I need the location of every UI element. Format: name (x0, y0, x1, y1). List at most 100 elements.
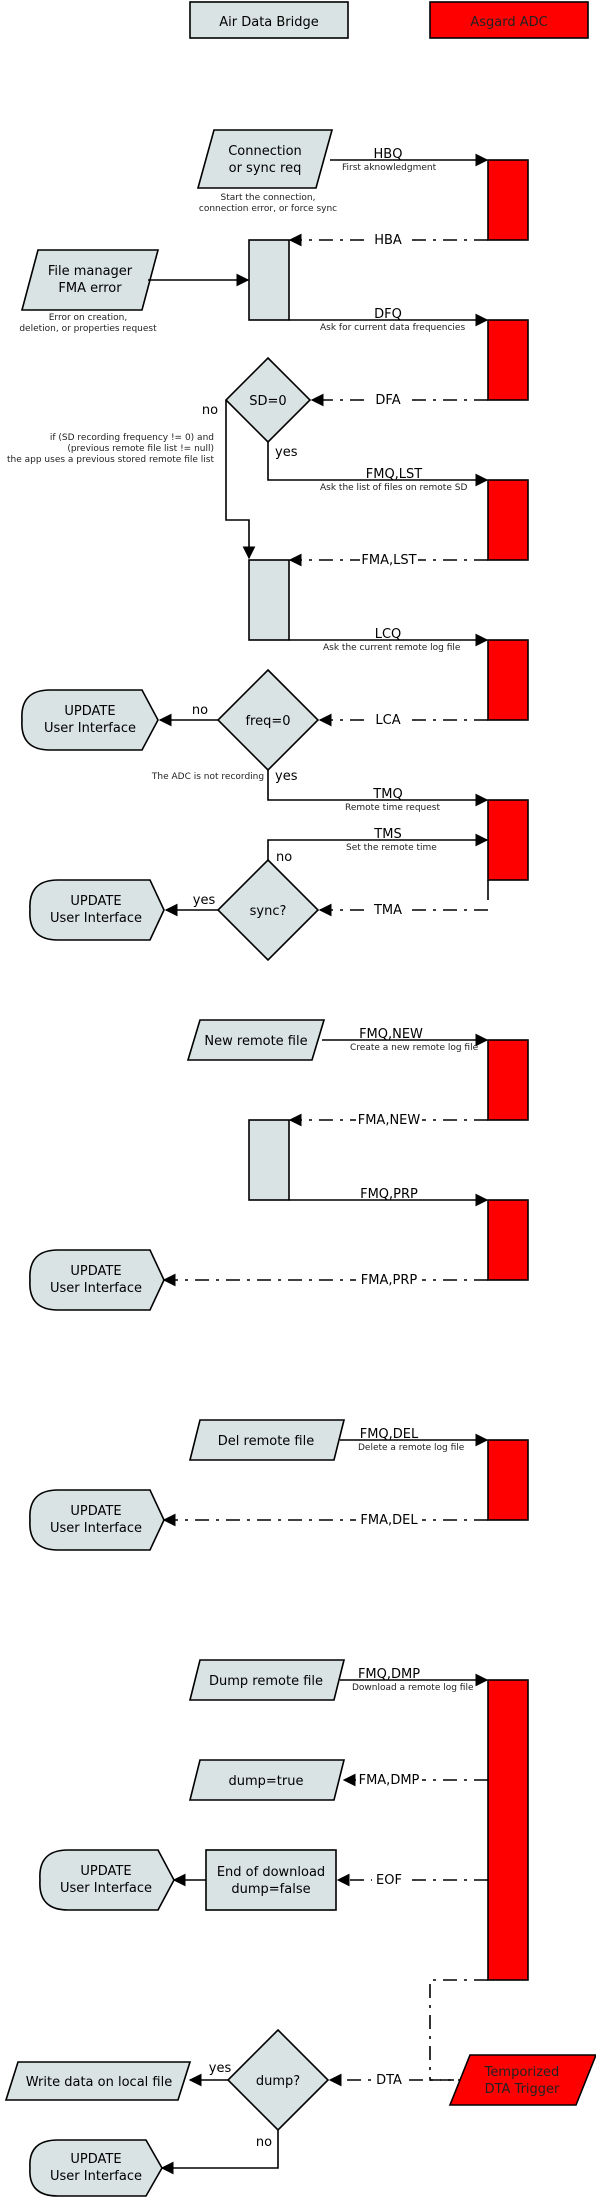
adc-box-hb (487, 159, 529, 241)
adc-box-dmp (487, 1679, 529, 1981)
msg-dfq: DFQ (374, 307, 402, 322)
update-ui-5: UPDATE User Interface (39, 1849, 175, 1911)
update-label-3a: UPDATE (70, 1264, 121, 1279)
bridge-box-1 (248, 239, 290, 321)
note-fm-2: deletion, or properties request (19, 324, 157, 334)
freq0-decision: freq=0 (216, 668, 320, 772)
msg-fmq-prp: FMQ,PRP (360, 1187, 418, 1202)
sd0-decision: SD=0 (224, 356, 312, 444)
connection-label-1: Connection (228, 144, 302, 159)
note-notrec: The ADC is not recording (151, 772, 264, 782)
sync-yes: yes (193, 893, 216, 908)
update-label-3b: User Interface (50, 1281, 142, 1296)
dump-remote-label: Dump remote file (209, 1674, 323, 1689)
dump-yes: yes (209, 2061, 232, 2076)
dump-label: dump? (256, 2074, 300, 2089)
end-download-label-2: dump=false (231, 1882, 310, 1897)
msg-fmq-lst: FMQ,LST (366, 467, 423, 482)
end-download-node: End of download dump=false (205, 1849, 337, 1911)
filemanager-label-2: FMA error (58, 281, 122, 296)
del-remote-node: Del remote file (188, 1419, 346, 1461)
temporized-label-2: DTA Trigger (485, 2082, 560, 2097)
freq0-label: freq=0 (245, 714, 290, 729)
connection-node: Connection or sync req (196, 129, 334, 189)
msg-fma-del: FMA,DEL (360, 1513, 418, 1528)
legend-adc-label: Asgard ADC (470, 15, 547, 30)
adc-box-new (487, 1039, 529, 1121)
legend-adc: Asgard ADC (429, 1, 589, 39)
update-ui-4: UPDATE User Interface (29, 1489, 165, 1551)
freq0-yes: yes (275, 769, 298, 784)
note-sd-3: the app uses a previous stored remote fi… (7, 455, 214, 465)
sync-decision: sync? (216, 858, 320, 962)
adc-box-lc (487, 639, 529, 721)
new-remote-label: New remote file (204, 1034, 307, 1049)
update-label-1b: User Interface (44, 721, 136, 736)
bridge-box-2 (248, 559, 290, 641)
sd0-no: no (202, 403, 218, 418)
note-hbq: First aknowledgment (342, 163, 437, 173)
note-conn-2: connection error, or force sync (199, 204, 337, 214)
note-fm-1: Error on creation, (49, 313, 127, 323)
legend-bridge: Air Data Bridge (189, 1, 349, 39)
new-remote-node: New remote file (186, 1019, 326, 1061)
dump-true-node: dump=true (188, 1759, 346, 1801)
note-tms: Set the remote time (346, 843, 437, 853)
msg-tmq: TMQ (372, 787, 402, 802)
sync-label: sync? (250, 904, 287, 919)
note-dfq: Ask for current data frequencies (320, 323, 465, 333)
update-label-5b: User Interface (60, 1881, 152, 1896)
update-label-6a: UPDATE (70, 2152, 121, 2167)
connection-label-2: or sync req (229, 161, 302, 176)
msg-lca: LCA (375, 713, 400, 728)
bridge-box-3 (248, 1119, 290, 1201)
msg-fmq-new: FMQ,NEW (359, 1027, 423, 1042)
update-ui-2: UPDATE User Interface (29, 879, 165, 941)
msg-hbq: HBQ (374, 147, 403, 162)
update-label-6b: User Interface (50, 2169, 142, 2184)
msg-dta: DTA (376, 2073, 402, 2088)
update-label-2a: UPDATE (70, 894, 121, 909)
update-ui-3: UPDATE User Interface (29, 1249, 165, 1311)
update-label-4b: User Interface (50, 1521, 142, 1536)
msg-fma-prp: FMA,PRP (361, 1273, 418, 1288)
note-conn-1: Start the connection, (221, 193, 316, 203)
update-label-5a: UPDATE (80, 1864, 131, 1879)
freq0-no: no (192, 703, 208, 718)
adc-box-tm (487, 799, 529, 881)
msg-fma-new: FMA,NEW (358, 1113, 421, 1128)
msg-fmq-del: FMQ,DEL (360, 1427, 419, 1442)
msg-fmq-dmp: FMQ,DMP (358, 1667, 420, 1682)
temporized-label-1: Temporized (484, 2065, 560, 2080)
write-data-node: Write data on local file (4, 2061, 192, 2101)
sd0-yes: yes (275, 445, 298, 460)
adc-box-fm-lst (487, 479, 529, 561)
msg-lcq: LCQ (375, 627, 402, 642)
note-sd-1: if (SD recording frequency != 0) and (50, 433, 214, 443)
msg-fma-lst: FMA,LST (361, 553, 416, 568)
write-data-label: Write data on local file (26, 2075, 172, 2090)
adc-box-prp (487, 1199, 529, 1281)
msg-hba: HBA (374, 233, 402, 248)
msg-fma-dmp: FMA,DMP (359, 1773, 420, 1788)
filemanager-node: File manager FMA error (20, 249, 160, 311)
end-download-label-1: End of download (217, 1865, 325, 1880)
msg-eof: EOF (376, 1873, 402, 1888)
temporized-trigger-node: Temporized DTA Trigger (448, 2054, 596, 2106)
del-remote-label: Del remote file (218, 1434, 314, 1449)
note-sd-2: (previous remote file list != null) (67, 444, 214, 454)
legend-bridge-label: Air Data Bridge (219, 15, 319, 30)
adc-box-df (487, 319, 529, 401)
update-label-4a: UPDATE (70, 1504, 121, 1519)
note-fmq-dmp: Download a remote log file (352, 1683, 474, 1693)
adc-box-del (487, 1439, 529, 1521)
note-fmq-lst: Ask the list of files on remote SD (320, 483, 467, 493)
update-ui-1: UPDATE User Interface (21, 689, 159, 751)
msg-tms: TMS (373, 827, 401, 842)
dump-remote-node: Dump remote file (188, 1659, 346, 1701)
sync-no: no (276, 850, 292, 865)
note-fmq-del: Delete a remote log file (358, 1443, 465, 1453)
msg-tma: TMA (373, 903, 402, 918)
update-label-2b: User Interface (50, 911, 142, 926)
